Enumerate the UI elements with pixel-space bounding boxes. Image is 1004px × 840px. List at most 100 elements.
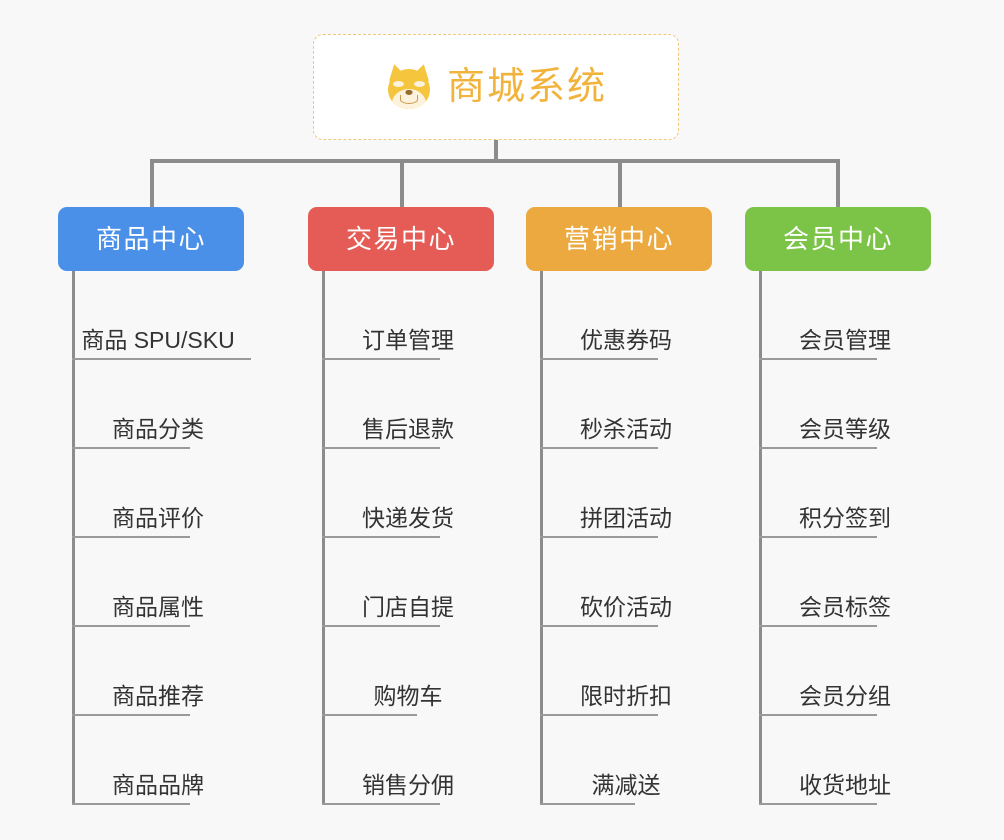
leaf-label: 商品 SPU/SKU [81, 327, 235, 353]
category-label: 商品中心 [95, 224, 206, 254]
connector-drop-3 [618, 159, 622, 209]
leaf-spine [759, 271, 762, 805]
category-header-marketing[interactable]: 营销中心 [526, 207, 712, 271]
leaf-underline [322, 625, 440, 627]
leaf-underline [322, 803, 440, 805]
connector-drop-4 [836, 159, 840, 209]
leaf-underline [759, 714, 877, 716]
leaf-underline [540, 714, 658, 716]
shiba-nose [405, 90, 413, 95]
leaf-spine [540, 271, 543, 805]
leaf-label: 会员分组 [799, 683, 891, 709]
connector-root-stem [494, 140, 498, 162]
leaf-label: 订单管理 [362, 327, 454, 353]
leaf-item[interactable]: 商品推荐 [72, 627, 244, 716]
branch-column-product: 商品中心 商品 SPU/SKU 商品分类 商品评价 商品属性 商品推荐 [58, 207, 251, 805]
leaf-underline [540, 447, 658, 449]
leaf-label: 会员标签 [799, 594, 891, 620]
branch-column-marketing: 营销中心 优惠券码 秒杀活动 拼团活动 砍价活动 限时折扣 [526, 207, 712, 805]
leaf-item[interactable]: 商品属性 [72, 538, 244, 627]
leaf-underline [322, 447, 440, 449]
leaf-underline [759, 625, 877, 627]
leaf-label: 商品推荐 [112, 683, 204, 709]
shiba-eye-left [392, 81, 404, 87]
category-header-trade[interactable]: 交易中心 [308, 207, 494, 271]
leaf-item[interactable]: 会员等级 [759, 360, 931, 449]
leaf-item[interactable]: 收货地址 [759, 716, 931, 805]
connector-drop-1 [150, 159, 154, 209]
shiba-head [387, 69, 430, 109]
leaf-underline [540, 358, 658, 360]
leaf-underline [540, 536, 658, 538]
leaf-item[interactable]: 会员管理 [759, 271, 931, 360]
leaf-label: 商品评价 [112, 505, 204, 531]
leaf-label: 购物车 [373, 683, 443, 709]
leaf-item[interactable]: 订单管理 [322, 271, 494, 360]
shiba-dog-icon [385, 62, 433, 110]
leaf-underline [72, 803, 190, 805]
leaf-label: 砍价活动 [580, 594, 672, 620]
leaf-underline [322, 358, 440, 360]
leaf-item[interactable]: 拼团活动 [540, 449, 712, 538]
leaf-underline [72, 536, 190, 538]
branch-column-member: 会员中心 会员管理 会员等级 积分签到 会员标签 会员分组 [745, 207, 931, 805]
leaf-underline [759, 536, 877, 538]
leaf-underline [540, 803, 635, 805]
leaf-item[interactable]: 会员标签 [759, 538, 931, 627]
leaf-item[interactable]: 商品品牌 [72, 716, 244, 805]
leaf-label: 会员管理 [799, 327, 891, 353]
leaf-item[interactable]: 快递发货 [322, 449, 494, 538]
leaf-item[interactable]: 商品评价 [72, 449, 244, 538]
leaf-item[interactable]: 售后退款 [322, 360, 494, 449]
leaf-label: 限时折扣 [580, 683, 672, 709]
leaf-item[interactable]: 秒杀活动 [540, 360, 712, 449]
leaf-item[interactable]: 销售分佣 [322, 716, 494, 805]
leaf-label: 拼团活动 [580, 505, 672, 531]
leaf-underline [72, 625, 190, 627]
branch-column-trade: 交易中心 订单管理 售后退款 快递发货 门店自提 购物车 [308, 207, 494, 805]
shiba-mouth [399, 95, 418, 104]
leaf-label: 门店自提 [362, 594, 454, 620]
leaf-spine [322, 271, 325, 805]
leaf-item[interactable]: 积分签到 [759, 449, 931, 538]
leaf-underline [322, 714, 417, 716]
leaf-label: 满减送 [591, 772, 661, 798]
leaf-label: 快递发货 [362, 505, 454, 531]
leaf-underline [72, 358, 251, 360]
leaf-label: 售后退款 [362, 416, 454, 442]
leaf-label: 收货地址 [799, 772, 891, 798]
leaf-underline [759, 447, 877, 449]
leaf-label: 秒杀活动 [580, 416, 672, 442]
category-label: 会员中心 [782, 224, 893, 254]
leaf-item[interactable]: 满减送 [540, 716, 712, 805]
category-header-member[interactable]: 会员中心 [745, 207, 931, 271]
leaf-underline [759, 358, 877, 360]
leaf-group-marketing: 优惠券码 秒杀活动 拼团活动 砍价活动 限时折扣 满减送 [540, 271, 712, 805]
leaf-group-member: 会员管理 会员等级 积分签到 会员标签 会员分组 收货地址 [759, 271, 931, 805]
category-label: 营销中心 [563, 224, 674, 254]
leaf-item[interactable]: 砍价活动 [540, 538, 712, 627]
shiba-eye-right [413, 81, 425, 87]
leaf-group-product: 商品 SPU/SKU 商品分类 商品评价 商品属性 商品推荐 商品品牌 [72, 271, 251, 805]
leaf-item[interactable]: 会员分组 [759, 627, 931, 716]
leaf-item[interactable]: 限时折扣 [540, 627, 712, 716]
leaf-label: 会员等级 [799, 416, 891, 442]
leaf-underline [759, 803, 877, 805]
leaf-item[interactable]: 商品 SPU/SKU [72, 271, 251, 360]
root-node[interactable]: 商城系统 [313, 34, 679, 140]
leaf-item[interactable]: 优惠券码 [540, 271, 712, 360]
leaf-item[interactable]: 购物车 [322, 627, 494, 716]
leaf-label: 积分签到 [799, 505, 891, 531]
leaf-label: 优惠券码 [580, 327, 672, 353]
category-label: 交易中心 [345, 224, 456, 254]
leaf-underline [72, 447, 190, 449]
leaf-label: 商品分类 [112, 416, 204, 442]
leaf-item[interactable]: 商品分类 [72, 360, 244, 449]
leaf-group-trade: 订单管理 售后退款 快递发货 门店自提 购物车 销售分佣 [322, 271, 494, 805]
leaf-underline [322, 536, 440, 538]
root-title: 商城系统 [446, 66, 607, 108]
leaf-label: 商品属性 [112, 594, 204, 620]
leaf-item[interactable]: 门店自提 [322, 538, 494, 627]
category-header-product[interactable]: 商品中心 [58, 207, 244, 271]
